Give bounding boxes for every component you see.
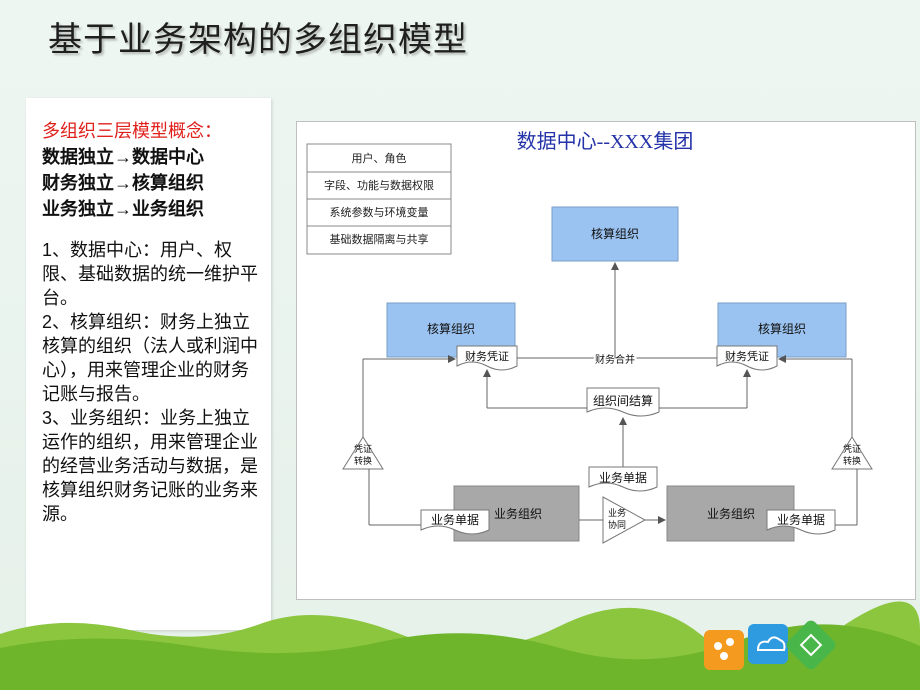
concept-text-block: 多组织三层模型概念： 数据独立→数据中心 财务独立→核算组织 业务独立→业务组织… — [42, 118, 262, 526]
principle-data: 数据独立→数据中心 — [42, 147, 204, 167]
legend-item-permissions: 字段、功能与数据权限 — [324, 178, 434, 192]
left-accounting-org-label: 核算组织 — [427, 321, 475, 336]
right-convert-label-2: 转换 — [843, 455, 861, 466]
legend-item-parameters: 系统参数与环境变量 — [330, 205, 429, 219]
right-voucher-doc — [716, 345, 778, 371]
legend: 用户、角色 字段、功能与数据权限 系统参数与环境变量 基础数据隔离与共享 — [306, 143, 452, 255]
intercompany-settlement-label: 组织间结算 — [593, 393, 653, 408]
legend-item-users: 用户、角色 — [352, 151, 407, 165]
slide-title: 基于业务架构的多组织模型 — [48, 21, 468, 59]
right-accounting-org-label: 核算组织 — [758, 321, 806, 336]
right-voucher-label: 财务凭证 — [725, 349, 769, 363]
grass-wave-decoration — [0, 601, 920, 690]
center-business-doc — [588, 466, 658, 492]
intercompany-settlement-doc — [586, 387, 660, 417]
concept-description: 1、数据中心：用户、权限、基础数据的统一维护平台。 2、核算组织：财务上独立核算… — [42, 240, 258, 524]
green-cube-icon — [786, 620, 836, 670]
orange-cube-icon — [704, 630, 744, 670]
left-convert-label-2: 转换 — [354, 455, 372, 466]
center-business-doc-label: 业务单据 — [599, 470, 647, 485]
concept-panel: 多组织三层模型概念： 数据独立→数据中心 财务独立→核算组织 业务独立→业务组织… — [26, 98, 271, 630]
collaboration-label-2: 协同 — [608, 519, 626, 530]
left-voucher-doc — [456, 345, 518, 371]
consolidation-label: 财务合并 — [595, 353, 635, 366]
right-convert-label-1: 凭证 — [843, 443, 861, 454]
left-convert-label-1: 凭证 — [354, 443, 372, 454]
diagram-canvas: 数据中心--XXX集团 用户、角色 字段、功能与数据权限 系统参数与环境变量 基… — [306, 130, 873, 544]
top-accounting-org-label: 核算组织 — [591, 226, 639, 241]
right-business-org-label: 业务组织 — [707, 506, 755, 521]
legend-item-basedata: 基础数据隔离与共享 — [330, 232, 429, 246]
concept-heading: 多组织三层模型概念： — [42, 121, 222, 141]
left-business-org-label: 业务组织 — [494, 506, 542, 521]
right-convert-triangle — [831, 436, 873, 470]
principle-business: 业务独立→业务组织 — [42, 199, 204, 219]
right-business-doc — [766, 509, 836, 535]
top-accounting-org-box — [551, 206, 679, 262]
diagram-title: 数据中心--XXX集团 — [517, 130, 694, 153]
cube-logo — [704, 620, 836, 670]
left-voucher-label: 财务凭证 — [465, 349, 509, 363]
left-business-doc — [420, 509, 490, 535]
org-model-diagram: 数据中心--XXX集团 用户、角色 字段、功能与数据权限 系统参数与环境变量 基… — [296, 121, 916, 600]
collaboration-label-1: 业务 — [608, 507, 626, 518]
principle-finance: 财务独立→核算组织 — [42, 173, 204, 193]
left-convert-triangle — [342, 436, 384, 470]
left-business-doc-label: 业务单据 — [431, 512, 479, 527]
blue-cube-icon — [748, 624, 788, 664]
right-business-doc-label: 业务单据 — [777, 512, 825, 527]
